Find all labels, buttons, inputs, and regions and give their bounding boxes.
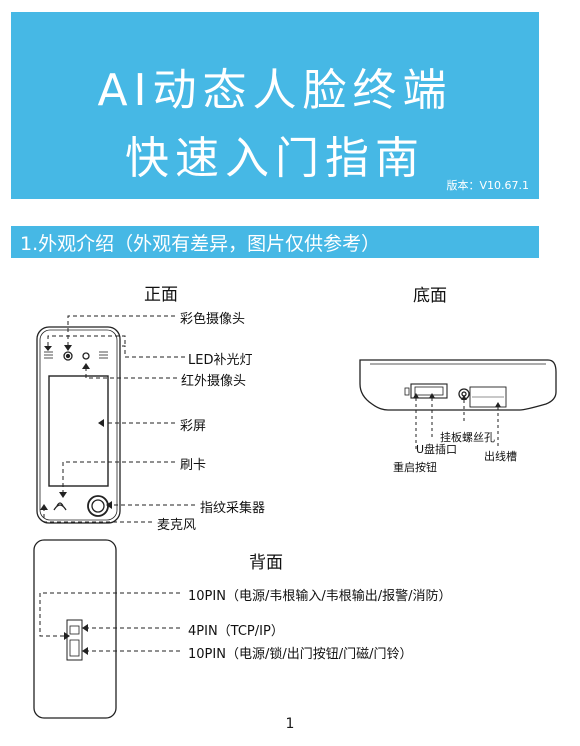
color-camera-lens [63, 351, 73, 361]
front-heading: 正面 [144, 285, 178, 305]
label-usb: U盘插口 [416, 443, 458, 456]
front-device [36, 326, 121, 524]
label-color-camera: 彩色摄像头 [180, 312, 246, 327]
label-fingerprint: 指纹采集器 [200, 501, 266, 516]
page-number: 1 [285, 716, 295, 732]
label-ir-camera: 红外摄像头 [181, 374, 247, 389]
title-line-1: AI动态人脸终端 [97, 65, 453, 116]
label-card: 刷卡 [180, 458, 207, 473]
label-screen: 彩屏 [180, 419, 207, 434]
led-grille-left [44, 351, 53, 359]
label-cable-slot: 出线槽 [484, 450, 517, 463]
bottom-device [359, 359, 557, 411]
title-banner: AI动态人脸终端 快速入门指南 版本：V10.67.1 [11, 12, 539, 199]
fingerprint-sensor [87, 495, 109, 517]
connector-block [66, 619, 83, 661]
label-10pin-b: 10PIN（电源/锁/出门按钮/门磁/门铃） [188, 647, 413, 662]
label-mic: 麦克风 [157, 518, 197, 533]
title-line-2: 快速入门指南 [125, 133, 425, 184]
reset-button [404, 387, 410, 396]
back-heading: 背面 [249, 553, 283, 573]
label-reset: 重启按钮 [393, 461, 437, 474]
cable-slot [469, 386, 507, 408]
back-device [33, 539, 117, 719]
label-led: LED补光灯 [188, 353, 253, 368]
ir-camera-lens [82, 352, 90, 360]
version-label: 版本：V10.67.1 [446, 179, 529, 192]
label-screw-hole: 挂板螺丝孔 [440, 431, 495, 444]
label-10pin-a: 10PIN（电源/韦根输入/韦根输出/报警/消防） [188, 589, 452, 604]
bottom-heading: 底面 [413, 286, 447, 306]
label-4pin: 4PIN（TCP/IP） [188, 624, 284, 639]
card-logo [53, 504, 67, 511]
section-header: 1.外观介绍（外观有差异，图片仅供参考） [11, 226, 539, 258]
section-title: 1.外观介绍（外观有差异，图片仅供参考） [20, 233, 381, 255]
led-grille-right [99, 351, 108, 359]
